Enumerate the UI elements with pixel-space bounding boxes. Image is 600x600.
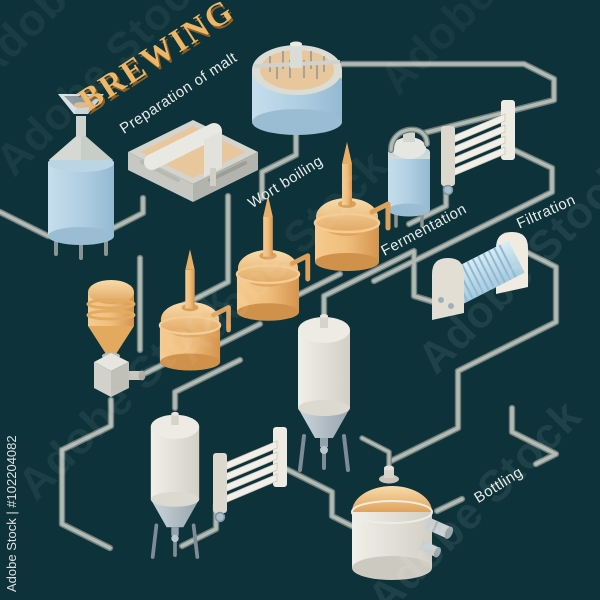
watermark-credit: Adobe Stock | #102204082 [4,435,19,592]
conical-fermenter-small-icon [148,410,202,559]
malt-hopper-and-mill-icon [86,280,146,397]
candle-filter-icon [432,232,528,320]
mash-tun-with-agitator-icon [128,120,258,202]
lauter-tun-icon [252,41,342,135]
pipe-segment [389,248,558,463]
pipe-segment [60,398,113,550]
pipe-segment [338,60,558,137]
pipe-segment [510,406,558,466]
plate-heat-exchanger-top-icon [440,99,516,196]
pipe-segment [340,62,556,135]
pipe-segment [372,148,554,283]
pipe-segment [260,132,298,200]
pipe-segment [322,249,436,320]
malt-silo-tank-icon [48,94,114,260]
plate-heat-exchanger-bottom-icon [212,426,288,523]
conical-fermenter-large-icon [296,312,352,472]
bright-beer-tank-icon [351,435,454,580]
whirlpool-tank-icon [388,126,430,228]
grain-funnel-icon [58,94,104,114]
pipe-segment [435,497,464,513]
pipe-segment [173,358,242,410]
watermark-text: Adobe Stock [370,0,600,104]
